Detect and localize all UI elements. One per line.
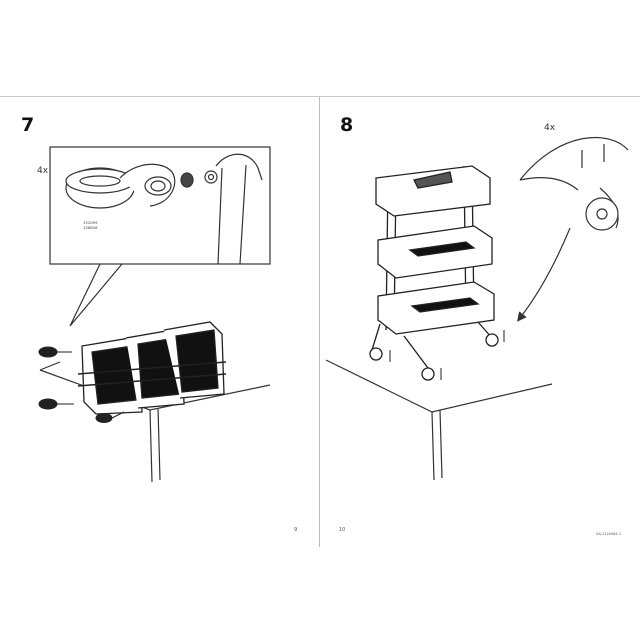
top-border bbox=[0, 96, 640, 97]
part-number: 158806 bbox=[83, 225, 98, 230]
quantity-label-step-7: 4x bbox=[37, 166, 49, 176]
casters-step-7 bbox=[38, 346, 125, 423]
adjust-arrows-step-8 bbox=[389, 330, 505, 380]
step-8-number: 8 bbox=[340, 114, 354, 136]
cart-frame-step-7 bbox=[77, 321, 227, 415]
quantity-label-step-8: 4x bbox=[544, 123, 556, 133]
part-number: 152099 bbox=[83, 220, 98, 225]
step-7-number: 7 bbox=[21, 114, 35, 136]
zoom-callout-step-8 bbox=[517, 136, 629, 322]
page-divider bbox=[319, 97, 320, 547]
table-right bbox=[325, 359, 553, 481]
page-number-left: 9 bbox=[294, 527, 298, 533]
cart-step-8 bbox=[369, 165, 499, 381]
zoom-callout-step-7 bbox=[49, 146, 271, 327]
page-number-right: 10 bbox=[339, 527, 346, 533]
table-left bbox=[39, 361, 271, 483]
document-id: AA-2120484-1 bbox=[596, 532, 622, 536]
part-numbers: 152099 158806 bbox=[83, 220, 98, 230]
